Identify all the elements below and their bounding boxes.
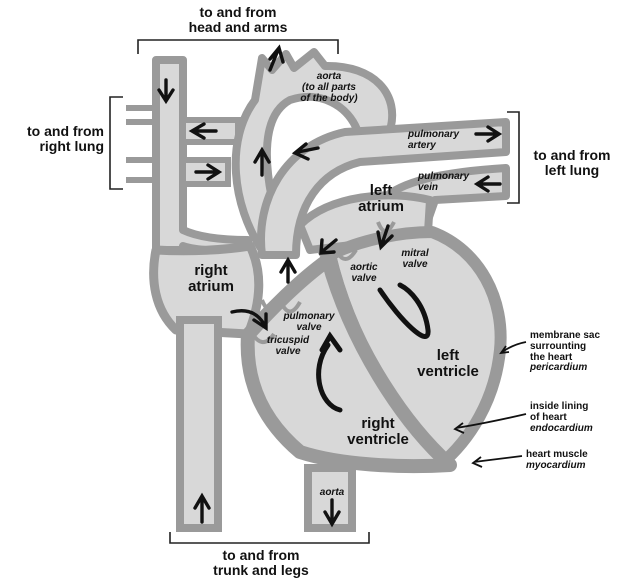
label-right-atrium-line2: atrium: [178, 279, 244, 295]
label-right-ventricle-line1: right: [338, 416, 418, 432]
label-pericardium-line2: surrounting: [530, 342, 622, 353]
label-endocardium-term: endocardium: [530, 424, 622, 435]
label-left-lung-line2: left lung: [522, 163, 622, 178]
label-mitral-valve: mitral valve: [398, 249, 432, 271]
inferior-vena-cava: [180, 320, 218, 528]
label-trunk-legs: to and from trunk and legs: [196, 548, 326, 578]
label-aorta-bottom: aorta: [312, 488, 352, 499]
label-right-atrium-line1: right: [178, 263, 244, 279]
label-left-ventricle-line2: ventricle: [408, 364, 488, 380]
label-left-lung-line1: to and from: [522, 148, 622, 163]
pointer-myocardium: [473, 456, 522, 467]
label-head-arms-line2: head and arms: [176, 20, 300, 35]
label-head-arms: to and from head and arms: [176, 5, 300, 35]
label-myocardium: heart muscle myocardium: [526, 450, 620, 472]
label-pericardium-term: pericardium: [530, 363, 622, 374]
label-pulmonary-valve-line2: valve: [278, 323, 340, 334]
label-endocardium-line2: of heart: [530, 413, 622, 424]
label-left-atrium-line2: atrium: [348, 199, 414, 215]
label-tricuspid-valve: tricuspid valve: [260, 336, 316, 358]
label-myocardium-term: myocardium: [526, 461, 620, 472]
label-aorta-bottom-line1: aorta: [312, 488, 352, 499]
label-pulmonary-artery: pulmonary artery: [408, 130, 468, 152]
label-tricuspid-valve-line2: valve: [260, 347, 316, 358]
label-right-ventricle: right ventricle: [338, 416, 418, 448]
label-pulmonary-vein: pulmonary vein: [418, 172, 478, 194]
label-trunk-legs-line1: to and from: [196, 548, 326, 563]
label-pulmonary-vein-line2: vein: [418, 183, 478, 194]
label-right-lung-line1: to and from: [2, 124, 104, 139]
label-right-ventricle-line2: ventricle: [338, 432, 418, 448]
label-right-lung: to and from right lung: [2, 124, 104, 154]
label-mitral-valve-line2: valve: [398, 260, 432, 271]
label-right-lung-line2: right lung: [2, 139, 104, 154]
label-left-ventricle: left ventricle: [408, 348, 488, 380]
label-pericardium: membrane sac surrounting the heart peric…: [530, 331, 622, 374]
label-left-atrium: left atrium: [348, 183, 414, 215]
arrow-pulm-up: [281, 260, 295, 282]
label-left-lung: to and from left lung: [522, 148, 622, 178]
label-left-ventricle-line1: left: [408, 348, 488, 364]
label-pulmonary-artery-line2: artery: [408, 141, 468, 152]
label-left-atrium-line1: left: [348, 183, 414, 199]
label-aorta-top: aorta (to all parts of the body): [294, 72, 364, 104]
bracket-trunk-legs: [170, 532, 369, 543]
label-trunk-legs-line2: trunk and legs: [196, 563, 326, 578]
label-aortic-valve: aortic valve: [344, 263, 384, 285]
label-aorta-top-line2: (to all parts: [294, 83, 364, 94]
label-aortic-valve-line2: valve: [344, 274, 384, 285]
label-aorta-top-line3: of the body): [294, 94, 364, 105]
label-pulmonary-valve: pulmonary valve: [278, 312, 340, 334]
label-endocardium: inside lining of heart endocardium: [530, 402, 622, 434]
label-right-atrium: right atrium: [178, 263, 244, 295]
label-head-arms-line1: to and from: [176, 5, 300, 20]
bracket-right-lung: [110, 97, 123, 189]
